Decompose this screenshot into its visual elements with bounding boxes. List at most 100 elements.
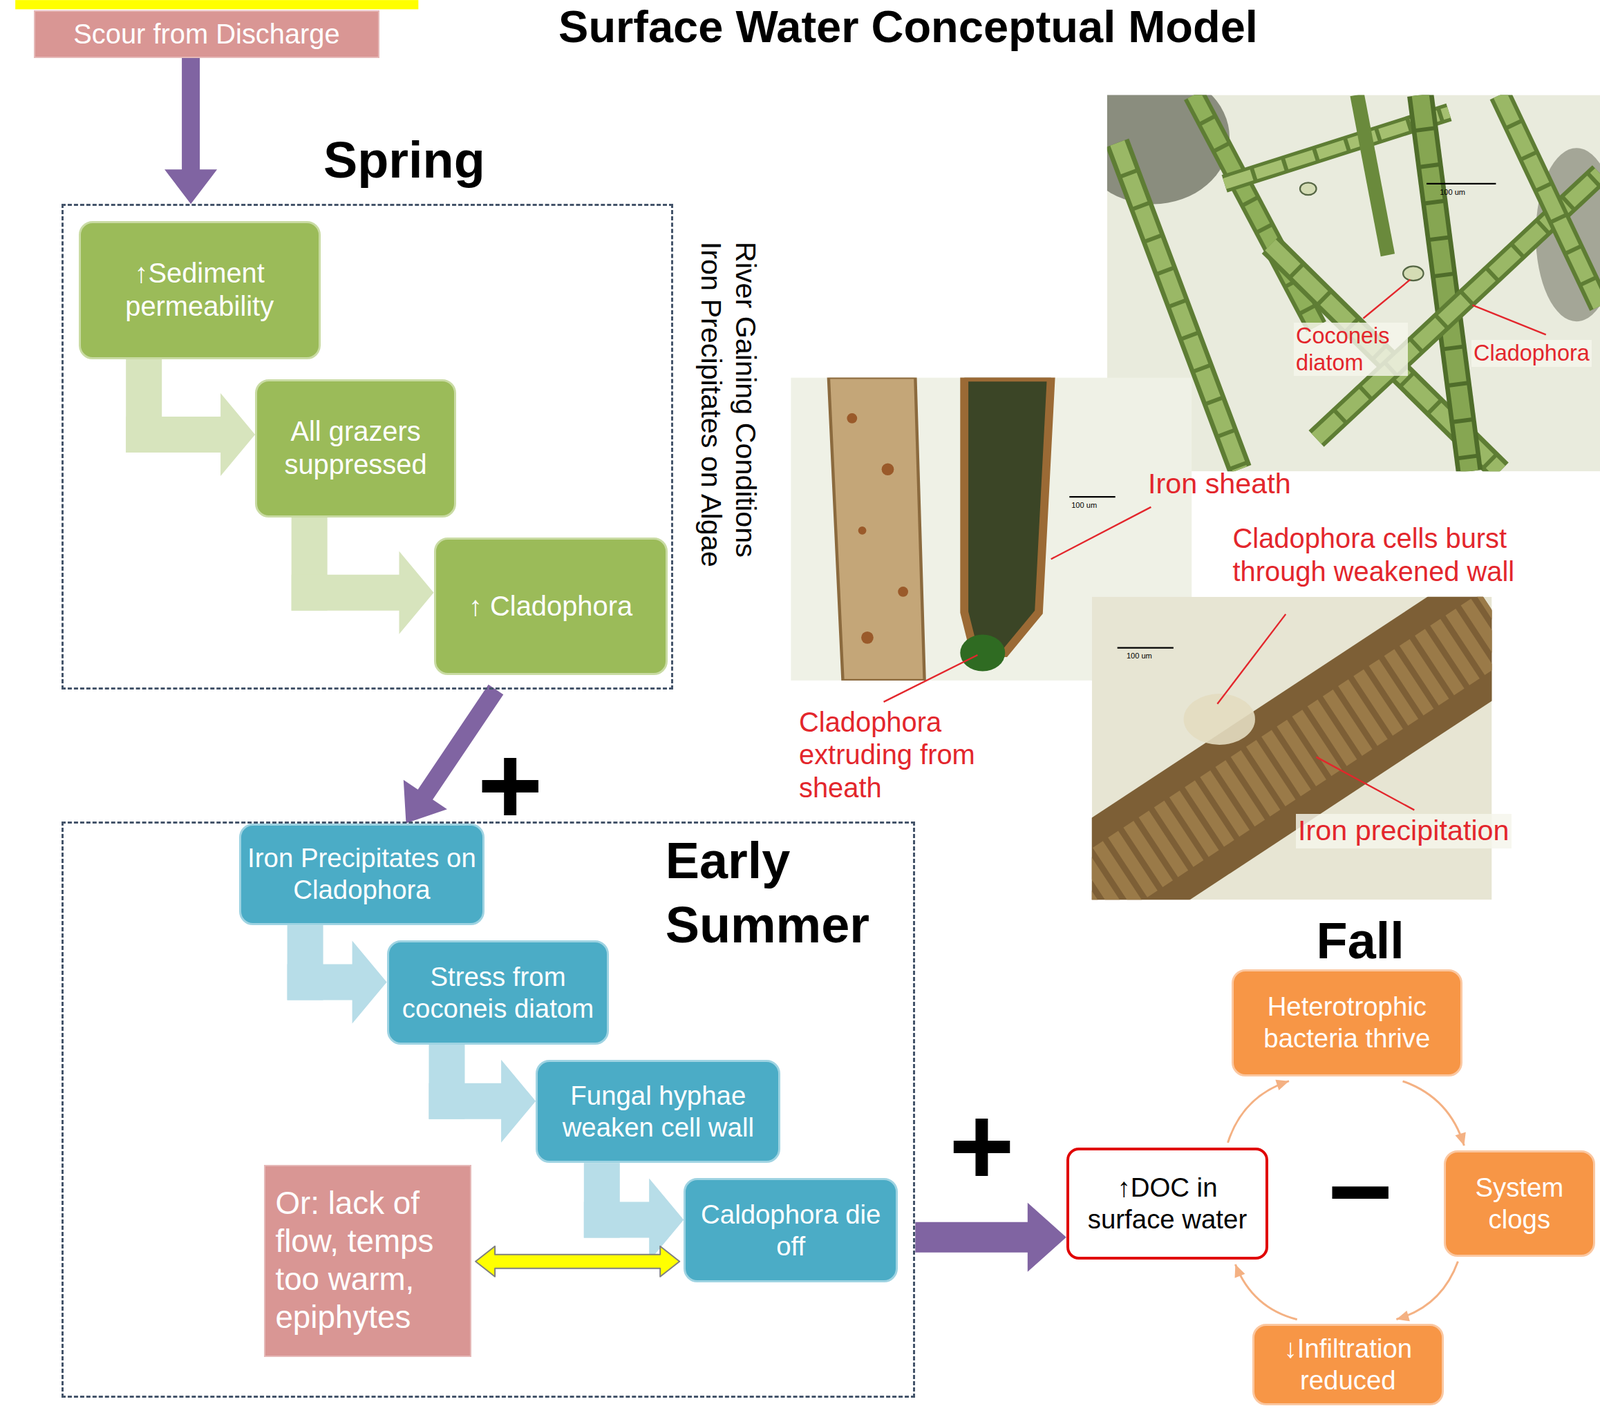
callout-label: Cladophora — [1471, 340, 1592, 367]
label-frame: Cladophora cells burst through weakened … — [1232, 522, 1575, 589]
sheathed-filament — [964, 377, 1051, 654]
callout-label: Coconeis diatom — [1293, 322, 1408, 377]
title-frame: Surface Water Conceptual Model — [449, 2, 1368, 52]
season-heading: Fall — [1316, 910, 1405, 973]
arrow-head — [1396, 1311, 1410, 1322]
connector — [584, 1163, 684, 1262]
label-frame: Cladophora extruding from sheath — [798, 706, 1019, 806]
box-text: Caldophora die off — [691, 1199, 891, 1263]
cycle-line — [1396, 1262, 1458, 1321]
leader-line — [1051, 507, 1152, 560]
arrow-head — [1235, 1264, 1246, 1279]
box-text: ↓Infiltration reduced — [1261, 1333, 1436, 1397]
heading-frame: Early Summer — [665, 829, 911, 958]
callout-label: Iron precipitation — [1295, 814, 1512, 849]
arrow-shape — [475, 1246, 680, 1278]
event-box: Scour from Discharge — [33, 10, 381, 59]
iron-speck — [897, 586, 909, 598]
label-frame: 100 um — [1126, 651, 1153, 661]
label-frame: 100 um — [1439, 187, 1466, 197]
highlight-bar — [15, 0, 419, 9]
arrow-shape — [291, 551, 435, 635]
filament — [1499, 94, 1600, 307]
iron-speck — [846, 413, 858, 424]
rotated-note: River Gaining ConditionsIron Precipitate… — [680, 241, 763, 651]
iron-coated-filament — [1092, 622, 1493, 899]
label-frame: Iron precipitation — [1295, 814, 1512, 849]
extruding-cell — [960, 634, 1005, 672]
arrow-shape — [125, 393, 256, 477]
leader-line — [883, 655, 978, 703]
connector — [1228, 1080, 1289, 1144]
season-region: Spring↑Sediment permeabilityAll grazers … — [61, 203, 674, 690]
label-frame: + — [477, 729, 544, 842]
process-box: Caldophora die off — [683, 1178, 898, 1283]
box-text: ↑ Cladophora — [468, 590, 633, 624]
iron-speck — [861, 631, 874, 645]
scale-bar — [1117, 647, 1174, 649]
leader-line — [1217, 614, 1286, 705]
scale-bar — [1426, 183, 1496, 185]
connector — [1235, 1264, 1298, 1321]
filament — [1420, 94, 1470, 472]
micrograph — [1092, 597, 1493, 900]
label-frame: − — [1327, 1135, 1394, 1248]
cycle-box: ↓Infiltration reduced — [1252, 1324, 1445, 1406]
box-text: Stress from coconeis diatom — [394, 961, 602, 1025]
filament — [1193, 94, 1316, 327]
minus-sign: − — [1327, 1135, 1394, 1248]
process-box: Fungal hyphae weaken cell wall — [535, 1060, 781, 1164]
label-frame: Coconeis diatom — [1293, 322, 1408, 377]
iron-speck — [881, 463, 895, 476]
box-text: System clogs — [1452, 1172, 1587, 1236]
connector — [428, 1045, 536, 1144]
arrow-shape — [164, 58, 218, 204]
filament — [1193, 94, 1316, 327]
box-text: Iron Precipitates on Cladophora — [246, 842, 478, 907]
filament — [1420, 94, 1470, 472]
diatom — [1403, 266, 1424, 281]
scale-bar — [1069, 496, 1115, 498]
state-box: ↑DOC in surface water — [1066, 1147, 1269, 1260]
scale-label: 100 um — [1071, 501, 1097, 511]
filament — [1357, 94, 1388, 256]
callout-label: Cladophora cells burst through weakened … — [1232, 522, 1575, 589]
label-frame: Iron sheath — [1147, 467, 1292, 502]
connector — [287, 925, 388, 1024]
connector — [125, 359, 256, 477]
arrow-shape — [915, 1203, 1067, 1273]
scale-label: 100 um — [1439, 187, 1466, 197]
box-text: ↑DOC in surface water — [1077, 1172, 1258, 1236]
cycle-box: Heterotrophic bacteria thrive — [1231, 969, 1463, 1077]
side-note: River Gaining Conditions — [727, 241, 763, 651]
plus-sign: + — [948, 1090, 1015, 1203]
box-text: All grazers suppressed — [265, 415, 446, 482]
callout-label: Cladophora extruding from sheath — [798, 706, 1019, 806]
process-box: All grazers suppressed — [255, 379, 457, 517]
process-box: Iron Precipitates on Cladophora — [239, 823, 486, 927]
leader-line — [1472, 305, 1546, 336]
box-text: Or: lack of flow, temps too warm, epiphy… — [275, 1185, 461, 1338]
arrow-shape — [429, 1060, 537, 1144]
iron-sheath-filament — [828, 377, 925, 681]
iron-speck — [858, 526, 867, 535]
plus-sign: + — [477, 729, 544, 842]
cycle-line — [1403, 1081, 1465, 1146]
cycle-box: System clogs — [1443, 1150, 1596, 1258]
cycle-line — [1228, 1081, 1289, 1144]
box-text: ↑Sediment permeability — [89, 257, 311, 324]
connector — [1403, 1081, 1466, 1146]
label-frame: + — [948, 1090, 1015, 1203]
connector — [291, 517, 435, 635]
callout-label: Iron sheath — [1147, 467, 1292, 502]
diatom — [1300, 182, 1317, 195]
box-text: Scour from Discharge — [73, 17, 340, 52]
process-box: Stress from coconeis diatom — [387, 940, 610, 1046]
arrow-head — [1455, 1132, 1466, 1147]
box-text: Heterotrophic bacteria thrive — [1240, 991, 1454, 1055]
alternative-box: Or: lack of flow, temps too warm, epiphy… — [264, 1165, 472, 1358]
season-region: Early Summer Iron Precipitates on Cladoph… — [61, 821, 916, 1399]
region-heading: Spring — [323, 128, 569, 193]
iron-coated-filament — [1092, 622, 1493, 899]
